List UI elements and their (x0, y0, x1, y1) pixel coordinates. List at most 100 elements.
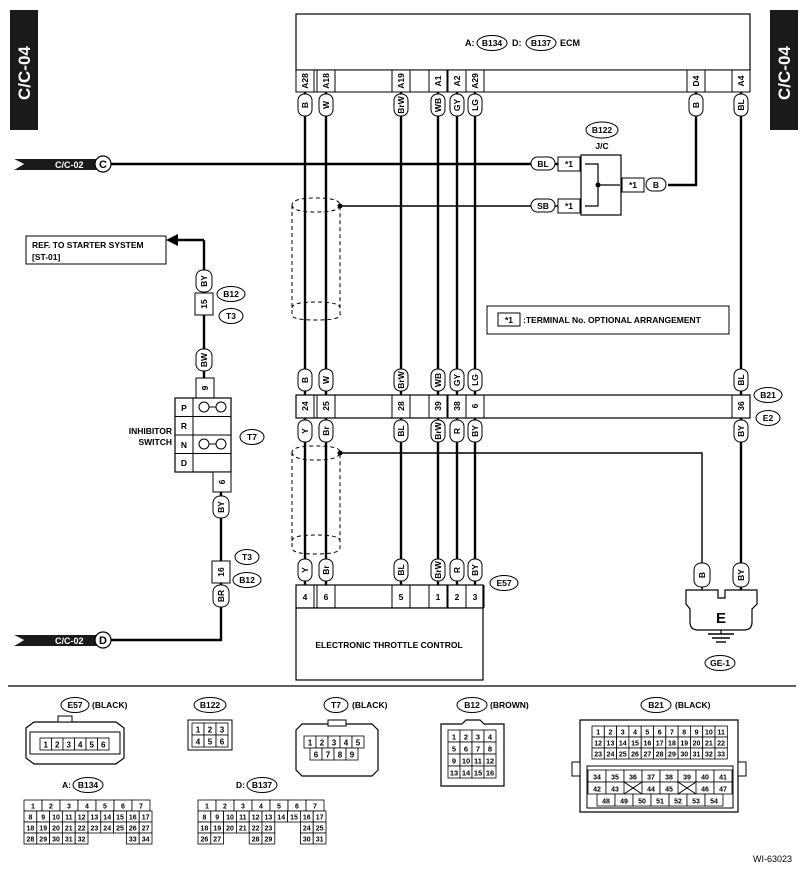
b12-pin-16: 16 (486, 769, 494, 778)
ecm-wire-2-pill (393, 93, 409, 117)
ref-starter-system: REF. TO STARTER SYSTEM [ST-01] (25, 234, 178, 265)
band-pin-1: 25 (321, 401, 331, 411)
b21-pin-54: 54 (710, 799, 718, 806)
band-upper-2: BrW (396, 370, 406, 388)
b137-pin-2: 2 (223, 804, 227, 811)
inhibitor-title-1: INHIBITOR (129, 426, 172, 436)
ecm-wire-6-pill (688, 93, 704, 117)
jc-wire-bl: BL (537, 159, 548, 169)
band-lower-2: BL (396, 425, 406, 436)
jc-mark-3: *1 (629, 180, 637, 190)
b134-cell (138, 832, 153, 845)
ecm-wire-6: B (691, 102, 701, 108)
band-pin-0: 24 (300, 401, 310, 411)
b21-pin-48: 48 (602, 799, 610, 806)
b21-cross (677, 781, 697, 795)
band-lower-3-pill (430, 419, 446, 443)
conn-b12-color: (BROWN) (490, 700, 529, 710)
b137-pin-30: 30 (303, 837, 311, 844)
inhibitor-pos-r: R (181, 421, 187, 431)
ecm-block: A: B134 D: B137 ECM (295, 13, 751, 93)
ecm-d-prefix: D: (512, 38, 522, 48)
b134-pin-7: 7 (139, 804, 143, 811)
e57-pin-4: 4 (78, 741, 83, 750)
jc-connector-id: B122 (592, 125, 613, 135)
b134-pin-32: 32 (78, 837, 86, 844)
b21-pin-32: 32 (705, 752, 713, 759)
b21-pin-39: 39 (683, 775, 691, 782)
ecm-wire-5-pill (467, 93, 483, 117)
b134-pin-3: 3 (67, 804, 71, 811)
ecm-a-prefix: A: (465, 38, 475, 48)
b137-pin-20: 20 (226, 826, 234, 833)
ref-c-letter: C (99, 159, 107, 171)
b21-pin-34: 34 (593, 775, 601, 782)
conn-b134-id: B134 (78, 780, 99, 790)
ref-cc02-d-label: C/C-02 (55, 636, 84, 646)
ref-cc02-c: C/C-02 C (14, 155, 112, 173)
band-upper-2-pill (393, 368, 409, 392)
ecm-pin-4: A2 (452, 75, 462, 86)
ecm-pin-5: A29 (470, 73, 480, 89)
band-pin-4: 38 (452, 401, 462, 411)
b21-pin-28: 28 (656, 752, 664, 759)
b137-pin-22: 22 (252, 826, 260, 833)
ecm-wire-0: B (300, 102, 310, 108)
t7-pin-4: 4 (344, 739, 349, 748)
b12t3-top-b12: B12 (223, 289, 239, 299)
conn-b134-prefix: A: (62, 780, 71, 790)
conn-b122-id: B122 (200, 700, 221, 710)
b134-pin-17: 17 (142, 815, 150, 822)
b134-pin-33: 33 (129, 837, 137, 844)
b134-pin-20: 20 (52, 826, 60, 833)
b21-pin-6: 6 (658, 730, 662, 737)
b21-pin-11: 11 (717, 730, 725, 737)
e57-pin-1: 1 (44, 741, 49, 750)
ecm-pin-2: A19 (396, 73, 406, 89)
b12-pin-13: 13 (450, 769, 458, 778)
b12-pin-2: 2 (464, 733, 468, 742)
b137-pin-21: 21 (239, 826, 247, 833)
b137-pin-28: 28 (252, 837, 260, 844)
connector-view-b137: D: B137 (236, 777, 278, 793)
band-pin-2: 28 (396, 401, 406, 411)
b134-pin-23: 23 (91, 826, 99, 833)
ecm-connector-b137: B137 (531, 38, 552, 48)
ecm-pin-3: A1 (433, 75, 443, 86)
inhibitor-pos-p: P (181, 403, 187, 413)
b137-pin-14: 14 (277, 815, 285, 822)
b21-pin-13: 13 (607, 741, 615, 748)
b12t3-top-pin: 15 (199, 299, 209, 309)
b137-pin-15: 15 (290, 815, 298, 822)
e57-pin-6: 6 (101, 741, 106, 750)
b21-pin-8: 8 (682, 730, 686, 737)
ground-wire-right: BY (736, 569, 746, 581)
b21-pin-24: 24 (607, 752, 615, 759)
etc-wire-0-pill (297, 558, 313, 582)
b21-pin-12: 12 (594, 741, 602, 748)
b134-pin-25: 25 (116, 826, 124, 833)
b21-pin-41: 41 (719, 775, 727, 782)
b134-pin-14: 14 (103, 815, 111, 822)
band-upper-5: LG (470, 374, 480, 386)
inhibitor-pos-d: D (181, 458, 187, 468)
b137-pin-9: 9 (215, 815, 219, 822)
b122-pin-1: 1 (196, 726, 201, 735)
jc-mark-2: *1 (565, 201, 573, 211)
b134-cell (74, 832, 89, 845)
b21-pin-7: 7 (670, 730, 674, 737)
inhibitor-pin-bottom: 6 (217, 479, 227, 484)
ecm-wire-3: WB (433, 98, 443, 112)
legend: *1 :TERMINAL No. OPTIONAL ARRANGEMENT (486, 305, 730, 335)
t7-cell (345, 747, 359, 761)
ground-letter: E (716, 610, 726, 627)
b134-pin-27: 27 (142, 826, 150, 833)
ecm-wire-3-pill (430, 93, 446, 117)
b137-cell (261, 832, 276, 845)
t7-pin-1: 1 (308, 739, 313, 748)
